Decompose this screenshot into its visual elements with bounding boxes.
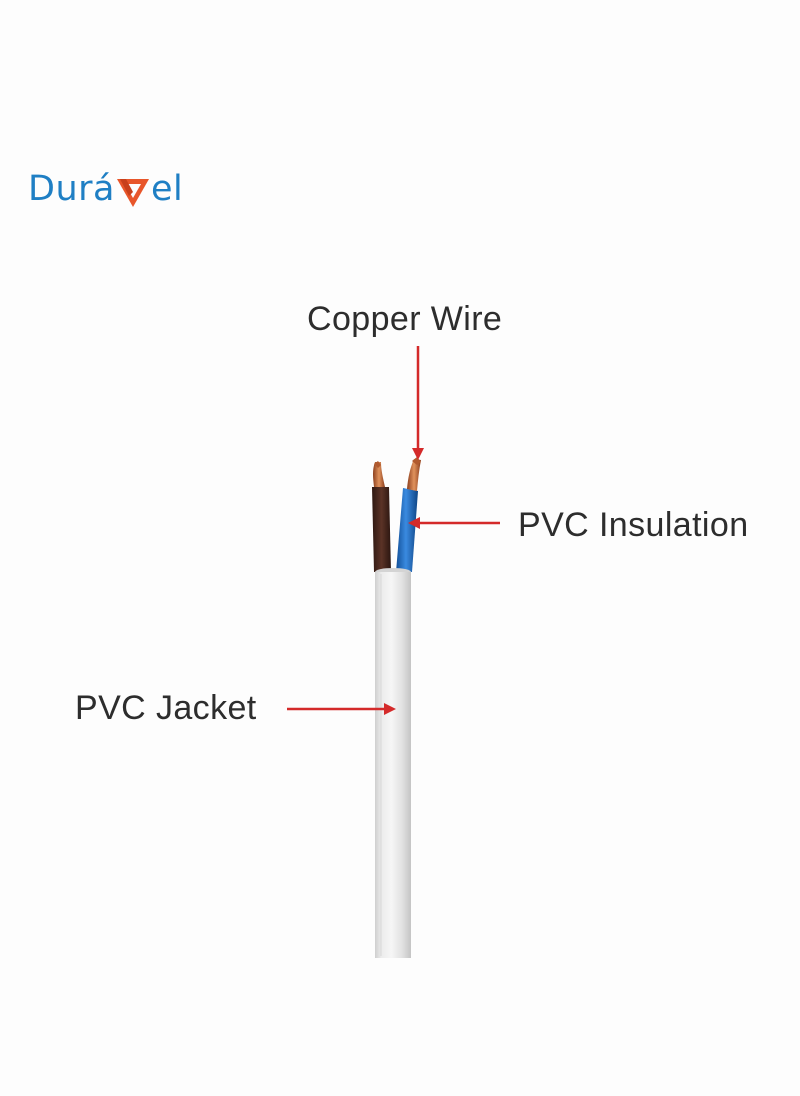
label-copper-wire: Copper Wire [307,300,503,338]
pvc-jacket [375,568,411,958]
pvc-jacket-arrow [287,703,396,715]
label-pvc-insulation: PVC Insulation [518,506,749,544]
pvc-insulation-arrow [408,517,500,529]
blue-core [396,457,421,572]
label-pvc-jacket: PVC Jacket [75,689,257,727]
brand-name-suffix: el [150,169,184,209]
brand-logo: Durá el [28,163,183,209]
brown-core [372,461,391,572]
copper-wire-arrow [412,346,424,460]
orange-v-mark-icon [116,179,149,207]
brand-name-prefix: Durá [28,169,115,209]
